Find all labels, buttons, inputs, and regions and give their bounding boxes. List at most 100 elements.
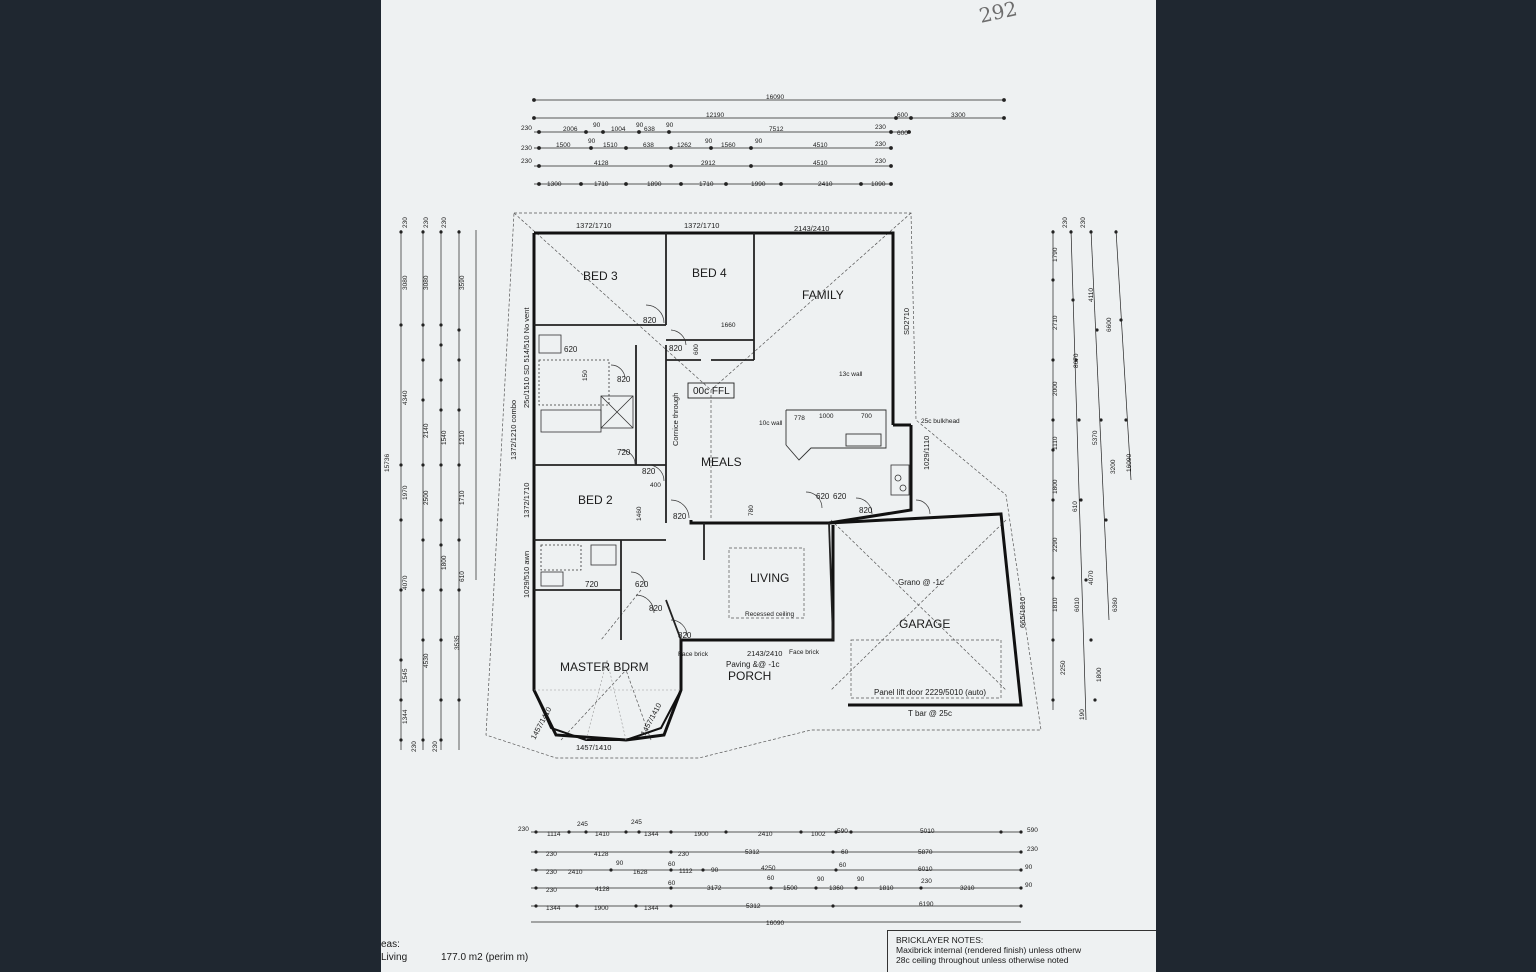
bdim-r3-7: 4250 bbox=[761, 865, 776, 872]
rdim-1: 230 bbox=[1080, 217, 1087, 228]
bdim-r3-3: 1628 bbox=[633, 869, 648, 876]
bdim-r5-0: 1344 bbox=[546, 905, 561, 912]
bdim-r3-2: 90 bbox=[616, 860, 624, 867]
rdim-0: 230 bbox=[1062, 217, 1069, 228]
dim-700: 700 bbox=[861, 413, 872, 420]
bottom-dimension-lines bbox=[531, 831, 1021, 923]
recessed-ceiling-note: Recessed ceiling bbox=[745, 611, 795, 618]
window-left-2: 1372/1710 bbox=[522, 483, 531, 518]
bdim-r4-4: 60 bbox=[767, 875, 775, 882]
dim-r2-4: 638 bbox=[644, 126, 655, 133]
window-right-2: 1029/1110 bbox=[922, 436, 931, 470]
dim-778: 778 bbox=[794, 415, 805, 422]
area-living-label: Living bbox=[381, 952, 408, 963]
ldim-13: 1710 bbox=[459, 490, 466, 505]
room-master: MASTER BDRM bbox=[560, 660, 649, 674]
bdim-r3-9: 6010 bbox=[918, 866, 933, 873]
left-dimension-lines bbox=[400, 230, 477, 750]
ldim-16: 610 bbox=[459, 571, 466, 582]
dim-r5-0: 1300 bbox=[547, 181, 562, 188]
wall-10c-note: 10c wall bbox=[759, 420, 783, 427]
bottom-dimension-labels: 230 1114 245 1410 245 1344 1900 2410 100… bbox=[518, 819, 1038, 927]
dim-r2-1: 90 bbox=[593, 122, 601, 129]
ldim-20: 1344 bbox=[402, 709, 409, 724]
dim-r3-4: 1262 bbox=[677, 142, 692, 149]
bdim-r2-4: 60 bbox=[841, 849, 849, 856]
bdim-r1-3: 1410 bbox=[595, 831, 610, 838]
bdim-r4-10: 230 bbox=[921, 878, 932, 885]
dim-top-1: 12190 bbox=[706, 112, 724, 119]
rdim-7: 2000 bbox=[1052, 381, 1059, 396]
rdim-16: 6010 bbox=[1074, 597, 1081, 612]
door-820-d: 820 bbox=[642, 467, 656, 476]
bdim-r1-1: 1114 bbox=[547, 831, 561, 838]
rdim-8: 5370 bbox=[1092, 430, 1099, 445]
dim-1000: 1000 bbox=[819, 413, 834, 420]
dim-r2-6: 7512 bbox=[769, 126, 784, 133]
bdim-overall: 16090 bbox=[766, 920, 784, 927]
cornice-note: Cornice through bbox=[671, 393, 680, 446]
dim-r3-0: 1500 bbox=[556, 142, 571, 149]
bricklayer-line-2: 28c ceiling throughout unless otherwise … bbox=[896, 955, 1069, 965]
ldim-9: 1210 bbox=[459, 430, 466, 445]
bdim-r4-7: 1360 bbox=[829, 885, 844, 892]
rdim-20: 1800 bbox=[1096, 667, 1103, 682]
dim-r3-8: 4510 bbox=[813, 142, 828, 149]
door-720-a: 720 bbox=[617, 448, 631, 457]
window-top-2: 1372/1710 bbox=[684, 221, 719, 230]
bdim-r1-7: 2410 bbox=[758, 831, 773, 838]
bdim-r3-8: 60 bbox=[839, 862, 847, 869]
bdim-r2-6: 230 bbox=[1027, 846, 1038, 853]
bdim-r2-1: 4128 bbox=[594, 851, 609, 858]
paving-note: Paving &@ -1c bbox=[726, 660, 779, 669]
bdim-r4-2: 60 bbox=[668, 880, 676, 887]
ldim-7: 2140 bbox=[423, 423, 430, 438]
dim-400: 400 bbox=[650, 482, 661, 489]
bdim-r4-6: 90 bbox=[817, 876, 825, 883]
dim-r3-1: 90 bbox=[588, 138, 596, 145]
dim-r3-6: 1560 bbox=[721, 142, 736, 149]
ldim-15: 1800 bbox=[441, 555, 448, 570]
room-meals: MEALS bbox=[701, 455, 742, 469]
left-dimension-ticks bbox=[399, 230, 461, 742]
bdim-r1-4: 245 bbox=[631, 819, 642, 826]
bdim-r4-12: 90 bbox=[1025, 882, 1033, 889]
room-bed4: BED 4 bbox=[692, 266, 727, 280]
dim-780: 780 bbox=[748, 505, 755, 516]
dim-r2-8: 600 bbox=[897, 130, 908, 137]
ldim-4: 3080 bbox=[423, 275, 430, 290]
ldim-12: 2500 bbox=[423, 490, 430, 505]
ldim-2: 230 bbox=[441, 217, 448, 228]
dim-r5-2: 1890 bbox=[647, 181, 662, 188]
recessed-ceiling bbox=[728, 547, 1002, 699]
areas-label: eas: bbox=[381, 939, 400, 950]
dim-r2-2: 1004 bbox=[611, 126, 626, 133]
bdim-r1-9: 590 bbox=[837, 828, 848, 835]
bdim-r2-5: 5870 bbox=[918, 849, 933, 856]
bdim-r5-3: 5312 bbox=[746, 903, 761, 910]
dim-top-3: 3300 bbox=[951, 112, 966, 119]
dim-r2-0: 2006 bbox=[563, 126, 578, 133]
ldim-0: 230 bbox=[402, 217, 409, 228]
rdim-18: 1810 bbox=[1052, 597, 1059, 612]
bdim-r1-6: 1900 bbox=[694, 831, 709, 838]
door-820-f: 820 bbox=[649, 604, 663, 613]
ldim-19: 4530 bbox=[423, 653, 430, 668]
dim-r5-4: 1990 bbox=[751, 181, 766, 188]
room-garage: GARAGE bbox=[899, 617, 950, 631]
bdim-r3-1: 2410 bbox=[568, 869, 583, 876]
door-820-h: 820 bbox=[859, 506, 873, 515]
door-620-d: 620 bbox=[635, 580, 649, 589]
bdim-r4-11: 3210 bbox=[960, 885, 975, 892]
dim-r2-3: 90 bbox=[636, 122, 644, 129]
right-dimension-lines bbox=[1052, 229, 1132, 721]
door-620-b: 620 bbox=[816, 492, 830, 501]
bdim-r3-10: 90 bbox=[1025, 864, 1033, 871]
wet-area-fixtures bbox=[538, 334, 910, 587]
rdim-6: 8670 bbox=[1073, 353, 1080, 368]
bdim-r3-6: 90 bbox=[711, 867, 719, 874]
internal-walls bbox=[534, 233, 834, 641]
door-820-b: 820 bbox=[669, 344, 683, 353]
rdim-10: 3200 bbox=[1110, 459, 1117, 474]
